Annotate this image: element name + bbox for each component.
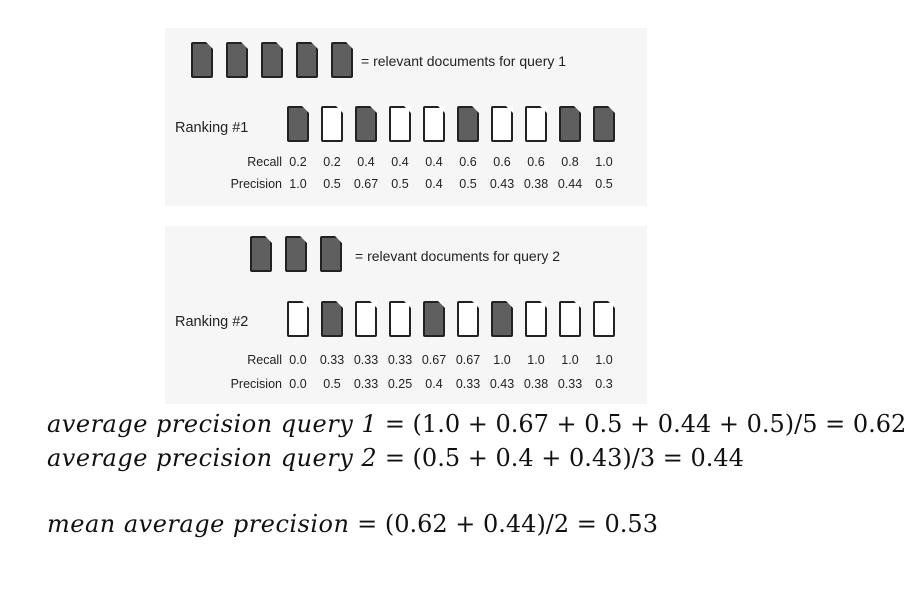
recall-value: 0.33 (387, 353, 413, 367)
recall-value: 0.67 (455, 353, 481, 367)
recall-value: 1.0 (561, 353, 579, 367)
query2-legend-text: = relevant documents for query 2 (355, 248, 561, 264)
relevant-document-icon (355, 106, 377, 142)
precision-value: 0.25 (387, 377, 413, 391)
relevant-document-icon (559, 106, 581, 142)
recall-value: 0.4 (357, 155, 375, 169)
relevant-document-icon (287, 106, 309, 142)
precision-value: 1.0 (289, 177, 307, 191)
ap1-formula-rhs: = (1.0 + 0.67 + 0.5 + 0.44 + 0.5)/5 = 0.… (377, 410, 907, 438)
nonrelevant-document-icon (287, 301, 309, 337)
recall-value: 0.33 (319, 353, 345, 367)
relevant-document-icon (423, 301, 445, 337)
ap2-formula-rhs: = (0.5 + 0.4 + 0.43)/3 = 0.44 (377, 444, 744, 472)
recall-value: 0.67 (421, 353, 447, 367)
relevant-document-icon (226, 42, 248, 78)
nonrelevant-document-icon (491, 106, 513, 142)
recall-value: 0.4 (425, 155, 443, 169)
precision-value: 0.33 (455, 377, 481, 391)
precision-value: 0.5 (595, 177, 613, 191)
ap2-formula-lhs: average precision query 2 (47, 444, 378, 472)
recall-value: 0.33 (353, 353, 379, 367)
precision-value: 0.5 (323, 177, 341, 191)
precision-value: 0.33 (557, 377, 583, 391)
precision-value: 0.3 (595, 377, 613, 391)
nonrelevant-document-icon (525, 301, 547, 337)
recall-value: 1.0 (595, 353, 613, 367)
ap1-formula-lhs: average precision query 1 (47, 410, 378, 438)
ranking2-precision-label: Precision (230, 377, 282, 391)
precision-value: 0.5 (459, 177, 477, 191)
relevant-document-icon (296, 42, 318, 78)
precision-value: 0.67 (353, 177, 379, 191)
mean-average-precision-formula: mean average precision = (0.62 + 0.44)/2… (47, 510, 658, 538)
recall-value: 0.6 (527, 155, 545, 169)
nonrelevant-document-icon (389, 106, 411, 142)
relevant-document-icon (250, 236, 272, 272)
precision-value: 0.33 (353, 377, 379, 391)
precision-value: 0.5 (391, 177, 409, 191)
map-formula-lhs: mean average precision (47, 510, 350, 538)
recall-value: 1.0 (493, 353, 511, 367)
nonrelevant-document-icon (525, 106, 547, 142)
ranking1-label: Ranking #1 (175, 120, 249, 136)
recall-value: 1.0 (527, 353, 545, 367)
precision-value: 0.4 (425, 177, 443, 191)
precision-value: 0.5 (323, 377, 341, 391)
precision-value: 0.43 (489, 177, 515, 191)
recall-value: 1.0 (595, 155, 613, 169)
precision-value: 0.38 (523, 177, 549, 191)
recall-value: 0.0 (289, 353, 307, 367)
relevant-document-icon (285, 236, 307, 272)
recall-value: 0.2 (289, 155, 307, 169)
recall-value: 0.2 (323, 155, 341, 169)
precision-value: 0.4 (425, 377, 443, 391)
ranking2-recall-label: Recall (247, 353, 282, 367)
query1-legend-text: = relevant documents for query 1 (361, 53, 567, 69)
recall-value: 0.4 (391, 155, 409, 169)
nonrelevant-document-icon (593, 301, 615, 337)
ranking2-label: Ranking #2 (175, 314, 249, 330)
nonrelevant-document-icon (457, 301, 479, 337)
nonrelevant-document-icon (423, 106, 445, 142)
ranking1-precision-label: Precision (230, 177, 282, 191)
query2-panel: = relevant documents for query 2 Ranking… (165, 226, 647, 404)
precision-value: 0.43 (489, 377, 515, 391)
relevant-document-icon (321, 301, 343, 337)
average-precision-query2-formula: average precision query 2 = (0.5 + 0.4 +… (47, 444, 744, 472)
relevant-document-icon (191, 42, 213, 78)
recall-value: 0.6 (493, 155, 511, 169)
recall-value: 0.6 (459, 155, 477, 169)
relevant-document-icon (491, 301, 513, 337)
nonrelevant-document-icon (389, 301, 411, 337)
ranking1-recall-label: Recall (247, 155, 282, 169)
nonrelevant-document-icon (321, 106, 343, 142)
relevant-document-icon (331, 42, 353, 78)
query1-panel: = relevant documents for query 1 Ranking… (165, 28, 647, 206)
relevant-document-icon (261, 42, 283, 78)
relevant-document-icon (593, 106, 615, 142)
recall-value: 0.8 (561, 155, 579, 169)
nonrelevant-document-icon (559, 301, 581, 337)
average-precision-query1-formula: average precision query 1 = (1.0 + 0.67 … (47, 410, 906, 438)
relevant-document-icon (320, 236, 342, 272)
relevant-document-icon (457, 106, 479, 142)
precision-value: 0.44 (557, 177, 583, 191)
map-formula-rhs: = (0.62 + 0.44)/2 = 0.53 (349, 510, 658, 538)
precision-value: 0.0 (289, 377, 307, 391)
precision-value: 0.38 (523, 377, 549, 391)
nonrelevant-document-icon (355, 301, 377, 337)
